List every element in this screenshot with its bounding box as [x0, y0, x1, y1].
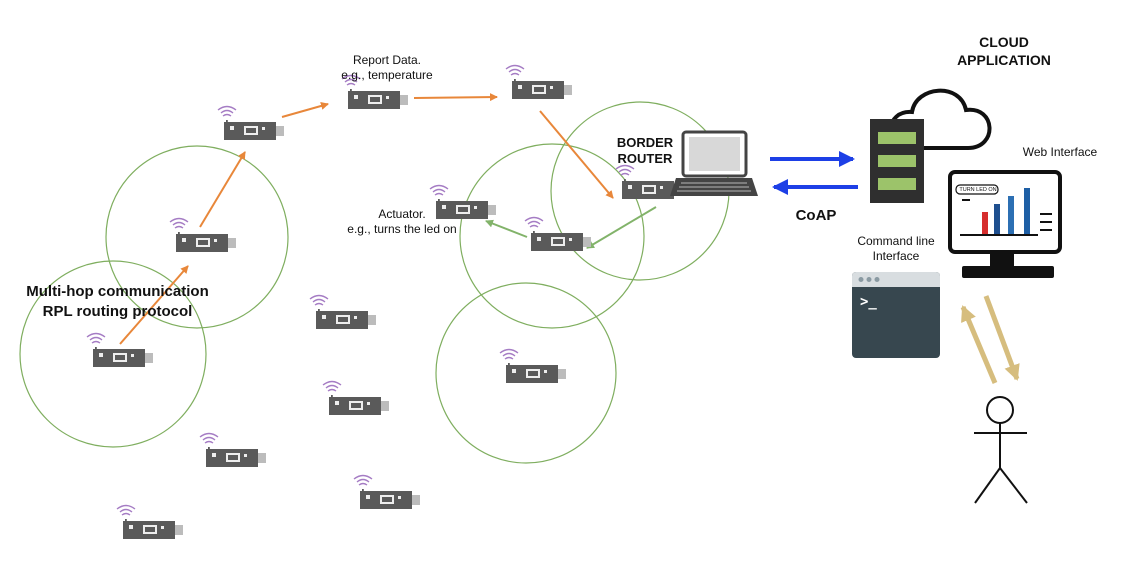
cli-line1: Command line	[857, 234, 935, 248]
sensor-node-icon	[499, 348, 567, 384]
sensor-node-icon	[86, 332, 154, 368]
coap-arrows	[770, 151, 858, 195]
actuator-line2: e.g., turns the led on	[347, 222, 457, 236]
actuator-line1: Actuator.	[378, 207, 426, 221]
sensor-node-icon	[217, 105, 285, 141]
sensor-node-icon	[199, 432, 267, 468]
report-data-label: Report Data. e.g., temperature	[322, 53, 452, 83]
report-data-line2: e.g., temperature	[341, 68, 433, 82]
range-circle	[459, 143, 645, 329]
terminal-prompt: >_	[860, 294, 877, 310]
sensor-node-icon	[505, 64, 573, 100]
chart-bar	[982, 212, 988, 234]
report-data-arrows	[119, 93, 614, 345]
user-arrows	[960, 295, 1020, 384]
border-router-line1: BORDER	[616, 135, 674, 150]
report-data-line1: Report Data.	[352, 53, 422, 67]
actuator-label: Actuator. e.g., turns the led on	[332, 207, 472, 237]
range-circle	[105, 145, 289, 329]
monitor-chart-icon	[948, 170, 1062, 278]
chart-bar	[1008, 196, 1014, 234]
chart-bar	[994, 204, 1000, 234]
sensor-node-icon	[524, 216, 592, 252]
cloud-line2: APPLICATION	[957, 51, 1051, 68]
laptop-icon	[670, 130, 758, 196]
range-circle	[435, 282, 617, 464]
cli-line2: Interface	[872, 249, 920, 263]
terminal-icon	[852, 272, 940, 358]
range-circle	[19, 260, 207, 448]
multihop-label: Multi-hop communication RPL routing prot…	[10, 282, 225, 321]
cli-label: Command line Interface	[838, 234, 954, 264]
cloud-server-icon	[870, 88, 992, 203]
coap-label: CoAP	[795, 207, 837, 224]
cloud-application-label: CLOUD APPLICATION	[937, 34, 1071, 69]
stick-figure-user-icon	[974, 396, 1028, 504]
sensor-node-icon	[116, 504, 184, 540]
actuator-arrows	[485, 206, 657, 249]
sensor-node-icon	[322, 380, 390, 416]
border-router-label: BORDER ROUTER	[607, 135, 683, 168]
multihop-line2: RPL routing protocol	[42, 302, 193, 320]
cloud-line1: CLOUD	[979, 34, 1029, 50]
turn-led-on-button-label: TURN LED ON	[959, 187, 997, 193]
chart-bar	[1024, 188, 1030, 234]
sensor-node-icon	[353, 474, 421, 510]
multihop-line1: Multi-hop communication	[26, 283, 209, 300]
web-interface-label: Web Interface	[1022, 145, 1098, 159]
border-router-line2: ROUTER	[617, 151, 673, 167]
sensor-node-icon	[309, 294, 377, 330]
